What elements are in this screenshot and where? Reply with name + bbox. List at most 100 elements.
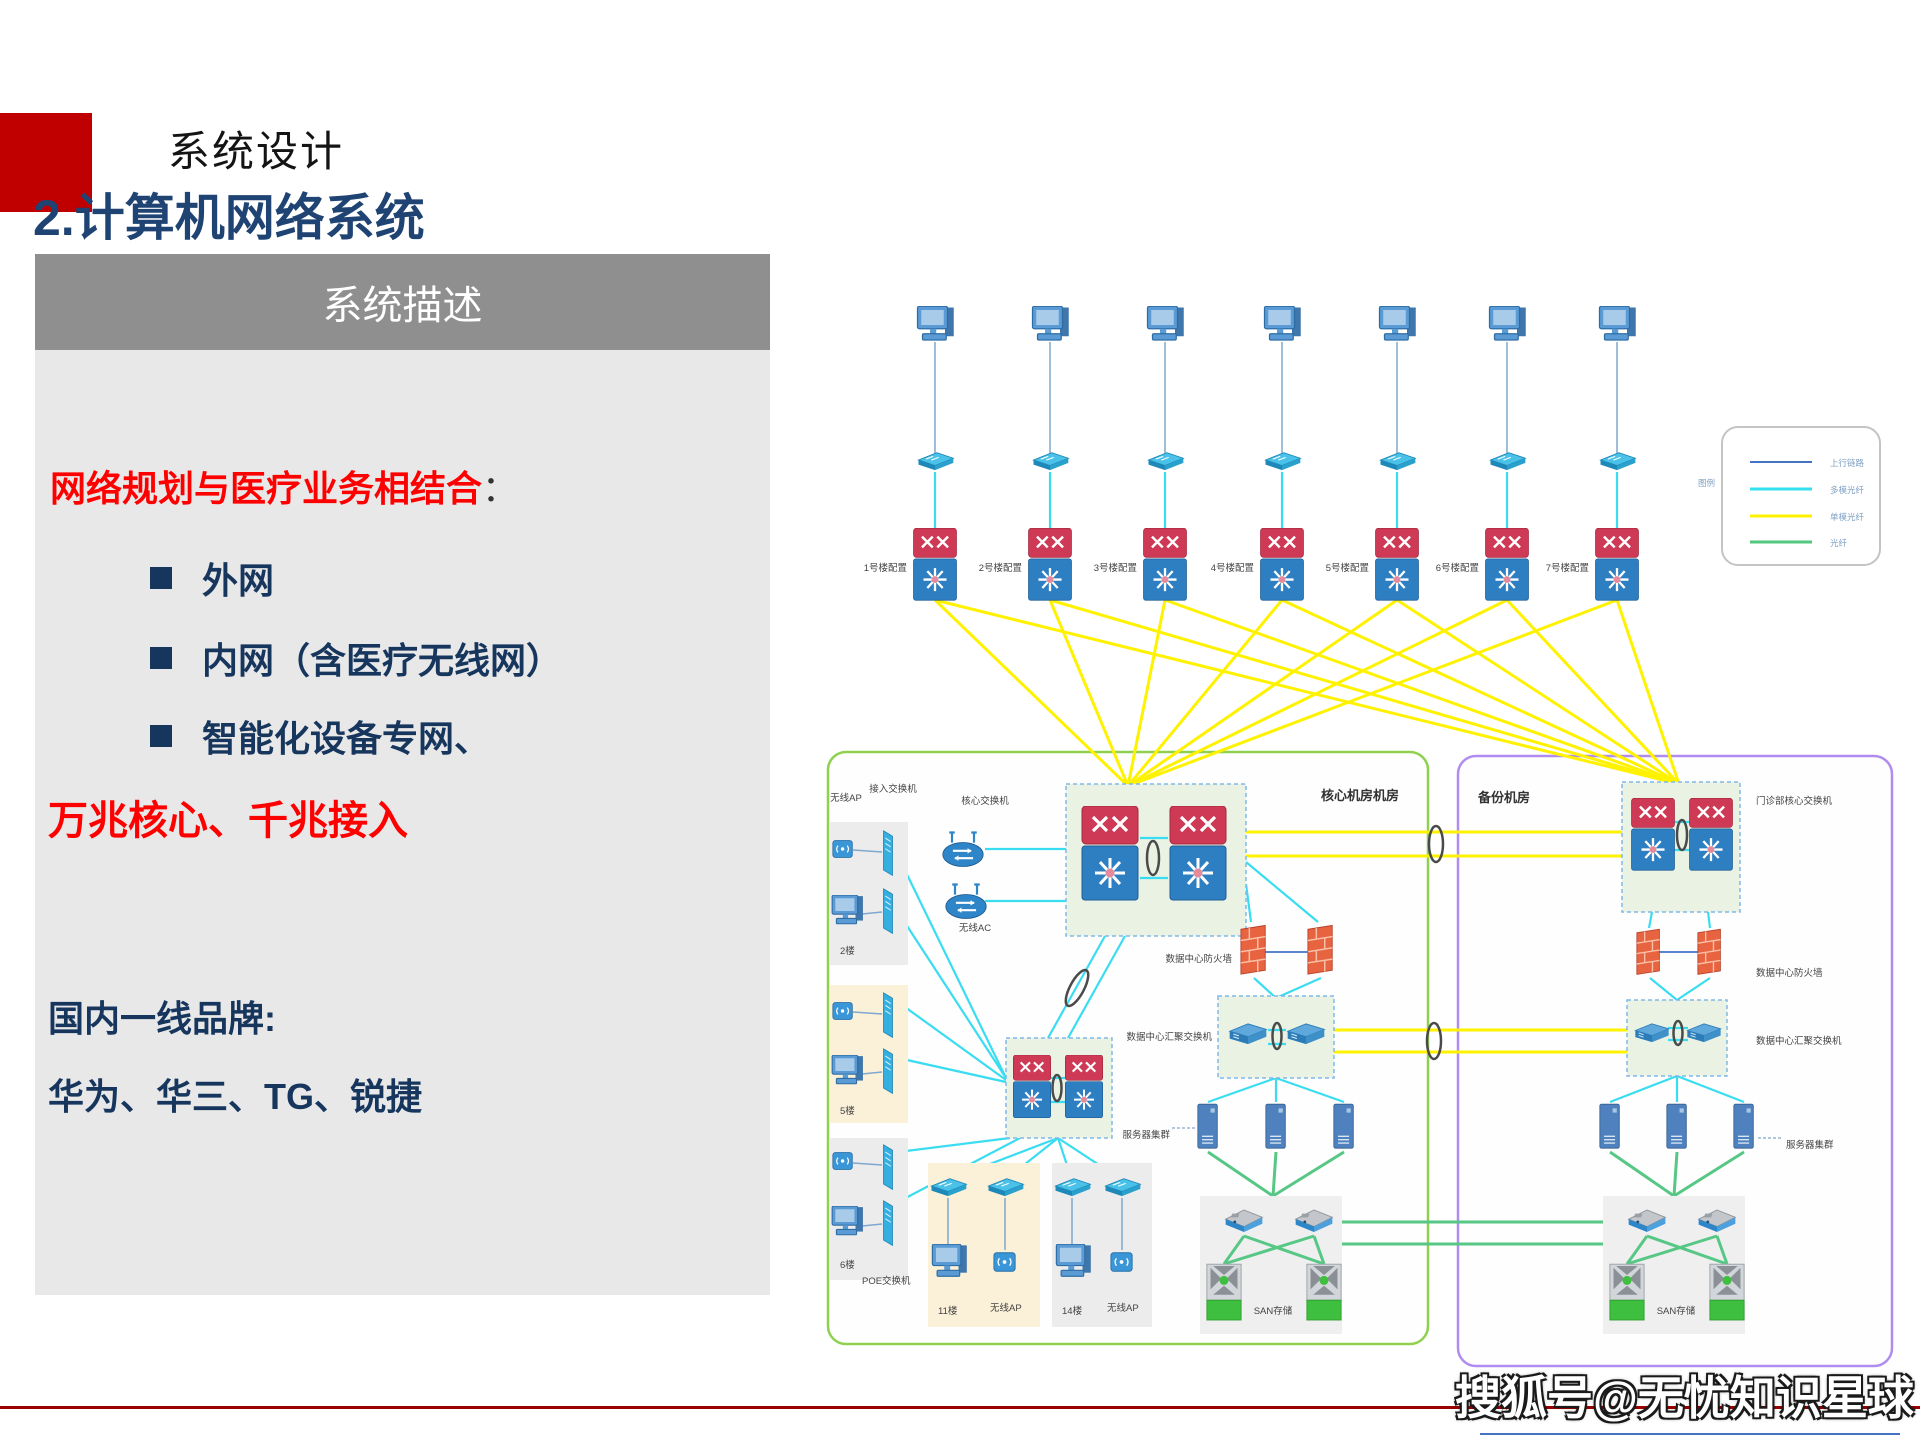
svg-text:服务器集群: 服务器集群 xyxy=(1786,1139,1834,1151)
svg-text:接入交换机: 接入交换机 xyxy=(869,783,917,795)
backup-room-label: 备份机房 xyxy=(1477,790,1530,805)
firewall-icon xyxy=(1307,924,1333,975)
storage-icon xyxy=(1206,1263,1242,1321)
svg-text:SAN存储: SAN存储 xyxy=(1254,1305,1293,1317)
bullet-label: 智能化设备专网、 xyxy=(202,718,491,759)
legend: 图例 上行链路 多模光纤 单模光纤 光纤 xyxy=(1698,426,1881,566)
core-firewall-group: 数据中心防火墙 xyxy=(1165,924,1333,975)
panel-header-label: 系统描述 xyxy=(322,284,483,328)
bullet-item: 外网 xyxy=(150,552,274,604)
svg-text:服务器集群: 服务器集群 xyxy=(1122,1129,1170,1141)
backup-core-switch-group: 门诊部核心交换机 xyxy=(1621,781,1833,913)
backup-room-cyan-links xyxy=(1609,911,1745,1104)
core-aggregation-group: 数据中心汇聚交换机 xyxy=(1126,995,1335,1079)
server-icon xyxy=(1666,1103,1688,1149)
firewall-icon xyxy=(1697,928,1722,976)
fiber-ring-core-link xyxy=(1427,824,1445,864)
watermark: 搜狐号@无忧知识星球 xyxy=(1455,1372,1914,1424)
building-pc-icons xyxy=(916,306,1637,341)
bullet-label: 内网（含医疗无线网） xyxy=(202,640,563,681)
backbone-yellow-links xyxy=(933,598,1681,1054)
building-columns: 1号楼配置 2号楼配置 3号楼配置 4号楼配置 5号楼配置 6号楼配置 7号楼配… xyxy=(864,306,1640,602)
svg-text:4号楼配置: 4号楼配置 xyxy=(1211,562,1254,574)
core-san-group: SAN存储 xyxy=(1200,1196,1342,1334)
server-icon xyxy=(1197,1103,1219,1149)
svg-text:SAN存储: SAN存储 xyxy=(1657,1305,1696,1317)
storage-icon xyxy=(1609,1263,1645,1321)
distribution-switch-group xyxy=(1005,1037,1113,1139)
slide-accent-square xyxy=(0,113,92,212)
svg-text:数据中心汇聚交换机: 数据中心汇聚交换机 xyxy=(1126,1031,1212,1043)
panel-body xyxy=(35,350,770,1295)
section-title: 系统设计 xyxy=(168,128,345,175)
core-server-cluster: 服务器集群 xyxy=(1122,1103,1355,1149)
brand-title: 国内一线品牌: xyxy=(48,998,276,1039)
svg-text:光纤: 光纤 xyxy=(1830,538,1848,548)
svg-text:无线AP: 无线AP xyxy=(990,1302,1022,1314)
svg-text:POE交换机: POE交换机 xyxy=(862,1275,911,1287)
firewall-icon xyxy=(1240,924,1266,975)
server-icon xyxy=(1333,1103,1355,1149)
core-switch-icon xyxy=(1080,806,1140,902)
bullet-square-icon xyxy=(150,725,172,747)
bullet-square-icon xyxy=(150,567,172,589)
panel-intro-colon: ： xyxy=(482,468,519,509)
floor-strip: 无线AP 接入交换机 2楼 5楼 6楼 POE交换机 11楼 xyxy=(830,783,1152,1327)
svg-text:无线AP: 无线AP xyxy=(1107,1302,1139,1314)
svg-text:6号楼配置: 6号楼配置 xyxy=(1436,562,1479,574)
bullet-item: 内网（含医疗无线网） xyxy=(150,632,562,684)
building-access-switch-icons xyxy=(917,452,1636,471)
core-switch-icon xyxy=(1630,798,1676,872)
svg-text:1号楼配置: 1号楼配置 xyxy=(864,562,907,574)
svg-text:5楼: 5楼 xyxy=(840,1105,855,1117)
storage-icon xyxy=(1306,1263,1342,1321)
core-switch-icon xyxy=(1168,806,1228,902)
fiber-ring-agg-link xyxy=(1425,1021,1443,1061)
svg-text:5号楼配置: 5号楼配置 xyxy=(1326,562,1369,574)
svg-text:14楼: 14楼 xyxy=(1062,1305,1083,1317)
building-labels: 1号楼配置 2号楼配置 3号楼配置 4号楼配置 5号楼配置 6号楼配置 7号楼配… xyxy=(864,562,1589,574)
backup-san-group: SAN存储 xyxy=(1603,1196,1745,1334)
panel-intro: 网络规划与医疗业务相结合： xyxy=(50,460,518,512)
svg-text:多模光纤: 多模光纤 xyxy=(1830,485,1865,495)
brand-list: 华为、华三、TG、锐捷 xyxy=(48,1076,422,1117)
legend-caption: 图例 xyxy=(1698,478,1715,488)
backup-firewall-group: 数据中心防火墙 xyxy=(1636,928,1823,979)
server-icon xyxy=(1599,1103,1621,1149)
svg-text:11楼: 11楼 xyxy=(938,1305,958,1317)
bottom-blue-line xyxy=(1480,1433,1900,1435)
panel-intro-text: 网络规划与医疗业务相结合 xyxy=(50,468,483,509)
backup-server-cluster: 服务器集群 xyxy=(1599,1103,1834,1151)
svg-text:单模光纤: 单模光纤 xyxy=(1830,512,1865,522)
svg-text:数据中心汇聚交换机: 数据中心汇聚交换机 xyxy=(1756,1035,1842,1047)
svg-text:门诊部核心交换机: 门诊部核心交换机 xyxy=(1756,795,1833,807)
firewall-icon xyxy=(1636,928,1661,976)
fiber-ring-core-dist xyxy=(1064,968,1090,1008)
svg-text:7号楼配置: 7号楼配置 xyxy=(1546,562,1589,574)
svg-text:无线AP: 无线AP xyxy=(830,792,862,804)
svg-text:6楼: 6楼 xyxy=(840,1259,855,1271)
page-title: 2.计算机网络系统 xyxy=(33,190,425,246)
bullet-label: 外网 xyxy=(202,560,275,601)
building-l3-switch-icons xyxy=(912,528,1640,602)
core-switch-label: 核心交换机 xyxy=(961,795,1009,807)
svg-text:上行链路: 上行链路 xyxy=(1830,458,1865,468)
svg-text:数据中心防火墙: 数据中心防火墙 xyxy=(1756,967,1823,979)
bullet-square-icon xyxy=(150,647,172,669)
backup-aggregation-group: 数据中心汇聚交换机 xyxy=(1626,999,1842,1077)
bullet-item: 智能化设备专网、 xyxy=(150,710,490,762)
core-switch-group xyxy=(1065,783,1247,937)
panel-highlight: 万兆核心、千兆接入 xyxy=(48,799,408,843)
core-san-links xyxy=(1207,1150,1603,1246)
wireless-ac-label: 无线AC xyxy=(959,922,991,934)
core-room-label: 核心机房机房 xyxy=(1321,788,1399,803)
server-icon xyxy=(1265,1103,1287,1149)
panel-header: 系统描述 xyxy=(35,254,770,350)
backup-san-links xyxy=(1609,1150,1745,1198)
bottom-divider-line xyxy=(0,1406,1920,1409)
svg-text:数据中心防火墙: 数据中心防火墙 xyxy=(1165,953,1232,965)
svg-text:2楼: 2楼 xyxy=(840,945,855,957)
svg-text:2号楼配置: 2号楼配置 xyxy=(979,562,1022,574)
core-switch-icon xyxy=(1688,798,1734,872)
